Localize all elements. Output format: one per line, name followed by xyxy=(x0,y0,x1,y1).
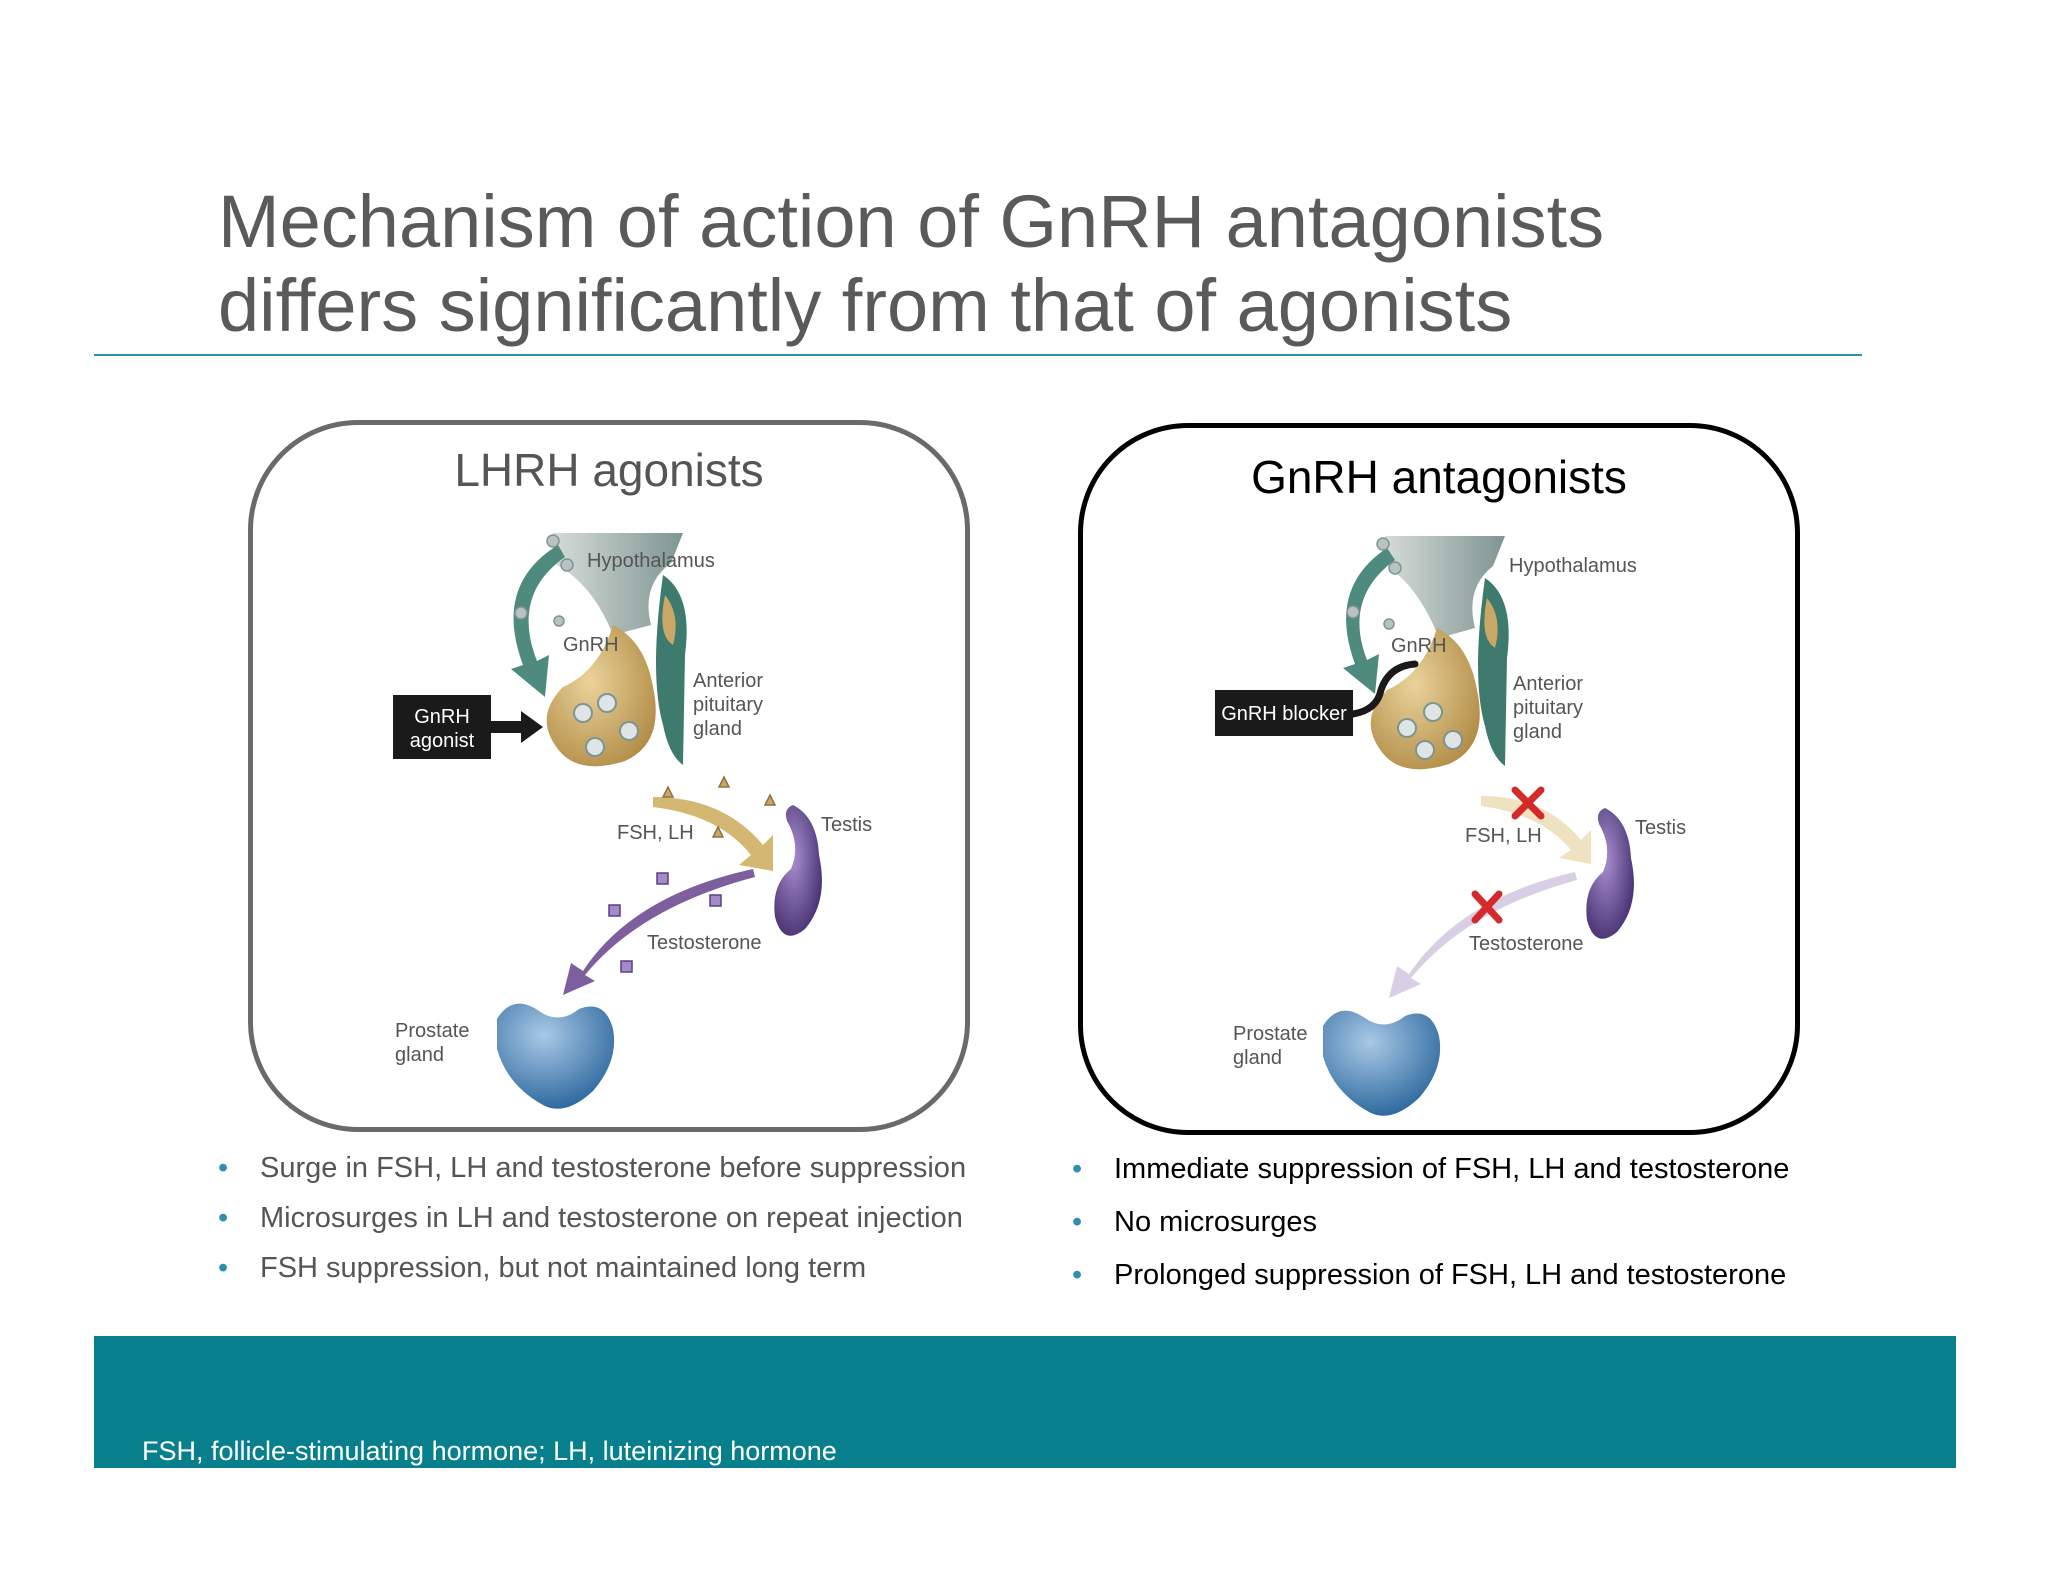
hypothalamus-label: Hypothalamus xyxy=(1509,555,1637,577)
list-item: Prolonged suppression of FSH, LH and tes… xyxy=(1072,1256,1789,1309)
testis-label: Testis xyxy=(821,814,872,836)
gnrh-blocker-label: GnRH blocker xyxy=(1221,703,1347,725)
hypothalamus-label: Hypothalamus xyxy=(587,550,715,572)
testosterone-arrow xyxy=(1389,872,1577,998)
gnrh-blocker-box xyxy=(1215,690,1353,736)
slide-title: Mechanism of action of GnRH antagonists … xyxy=(218,180,1604,348)
list-item: Microsurges in LH and testosterone on re… xyxy=(218,1200,966,1250)
title-divider xyxy=(94,354,1862,356)
antagonist-diagram: GnRH blocker Hypothalamus GnRH Anterior … xyxy=(1215,536,1686,1116)
prostate-label-1: Prostate xyxy=(1233,1023,1307,1045)
list-item: FSH suppression, but not maintained long… xyxy=(218,1250,966,1300)
anterior-pituitary-label-3: gland xyxy=(693,718,742,740)
anterior-pituitary-label-2: pituitary xyxy=(1513,697,1583,719)
pituitary-stalk-shape xyxy=(1478,578,1509,766)
testis-shape xyxy=(774,805,822,936)
testis-shape xyxy=(1586,808,1634,939)
abbreviations-footnote: FSH, follicle-stimulating hormone; LH, l… xyxy=(142,1436,837,1466)
testosterone-label: Testosterone xyxy=(1469,933,1584,955)
list-item: No microsurges xyxy=(1072,1203,1789,1256)
agonist-panel: LHRH agonists xyxy=(248,420,970,1132)
hypothalamus-shape xyxy=(1385,536,1505,638)
agonist-diagram: GnRH agonist Hypothalamus GnRH Anterior … xyxy=(393,533,872,1109)
testis-label: Testis xyxy=(1635,817,1686,839)
prostate-shape xyxy=(1323,1010,1441,1116)
antagonist-panel-heading: GnRH antagonists xyxy=(1251,451,1627,503)
prostate-label-1: Prostate xyxy=(395,1020,469,1042)
prostate-label-2: gland xyxy=(395,1044,444,1066)
anterior-pituitary-label-2: pituitary xyxy=(693,694,763,716)
testosterone-label: Testosterone xyxy=(647,932,762,954)
block-x-mark-fsh-lh xyxy=(1511,786,1545,820)
hypothalamus-shape xyxy=(553,533,683,635)
gnrh-feedback-arrow xyxy=(1343,548,1395,694)
fsh-lh-label: FSH, LH xyxy=(1465,825,1542,847)
anterior-pituitary-label-1: Anterior xyxy=(693,670,763,692)
block-x-mark-testosterone xyxy=(1471,890,1503,924)
blocker-connector xyxy=(1349,660,1419,718)
gnrh-agonist-label-line1: GnRH xyxy=(414,706,470,728)
antagonist-bullet-list: Immediate suppression of FSH, LH and tes… xyxy=(1072,1150,1789,1309)
prostate-label-2: gland xyxy=(1233,1047,1282,1069)
anterior-pituitary-label-3: gland xyxy=(1513,721,1562,743)
list-item: Surge in FSH, LH and testosterone before… xyxy=(218,1150,966,1200)
gnrh-agonist-box xyxy=(393,695,491,759)
list-item: Immediate suppression of FSH, LH and tes… xyxy=(1072,1150,1789,1203)
agonist-arrow xyxy=(491,711,543,743)
pituitary-stalk-shape xyxy=(656,575,687,765)
fsh-lh-label: FSH, LH xyxy=(617,822,694,844)
gnrh-label: GnRH xyxy=(1391,635,1447,657)
gnrh-label: GnRH xyxy=(563,634,619,656)
agonist-panel-heading: LHRH agonists xyxy=(454,444,764,496)
anterior-pituitary-label-1: Anterior xyxy=(1513,673,1583,695)
fsh-lh-arrow xyxy=(653,797,773,871)
agonist-bullet-list: Surge in FSH, LH and testosterone before… xyxy=(218,1150,966,1300)
slide-title-line2: differs significantly from that of agoni… xyxy=(218,264,1513,347)
slide-title-line1: Mechanism of action of GnRH antagonists xyxy=(218,180,1605,263)
footer-band: FSH, follicle-stimulating hormone; LH, l… xyxy=(94,1336,1956,1468)
testosterone-arrow xyxy=(563,869,755,995)
gnrh-feedback-arrow xyxy=(511,545,565,697)
antagonist-panel: GnRH antagonists xyxy=(1078,423,1800,1135)
prostate-shape xyxy=(497,1003,615,1109)
gnrh-agonist-label-line2: agonist xyxy=(410,730,475,752)
